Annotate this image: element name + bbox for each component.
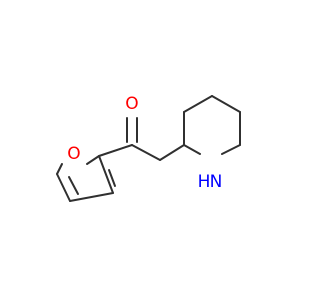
bond-c3-c4-piperidine (183, 95, 213, 113)
bond-c5-o1 (56, 163, 63, 175)
bond-c4-c5-piperidine (211, 95, 241, 113)
bond-carbonyl-methylene (131, 144, 161, 161)
bond-o1-c2 (86, 155, 100, 165)
piperidine-ring (183, 95, 241, 155)
ketone-linker (98, 117, 185, 161)
carbonyl-oxygen-label: O (125, 94, 138, 114)
molecule-canvas: O O H N (56, 94, 241, 202)
bond-furan-carbonyl (98, 144, 133, 157)
furan-ring (56, 155, 116, 202)
bond-c2-c3-inner (108, 169, 116, 187)
bond-n1-c2-piperidine (183, 144, 201, 155)
furan-oxygen-label: O (67, 144, 80, 164)
bond-methylene-piperidine (159, 144, 185, 161)
bond-c6-n1-piperidine (221, 144, 241, 155)
piperidine-nitrogen-h-label: H (198, 172, 211, 192)
molecule-structure: O O H N (56, 94, 241, 202)
bond-c4-c5-inner (68, 176, 79, 195)
bond-c4-c5 (56, 173, 71, 202)
piperidine-nitrogen-label: N (210, 172, 223, 192)
bond-c3-c4 (69, 192, 114, 202)
bond-c2-c3 (98, 155, 114, 194)
